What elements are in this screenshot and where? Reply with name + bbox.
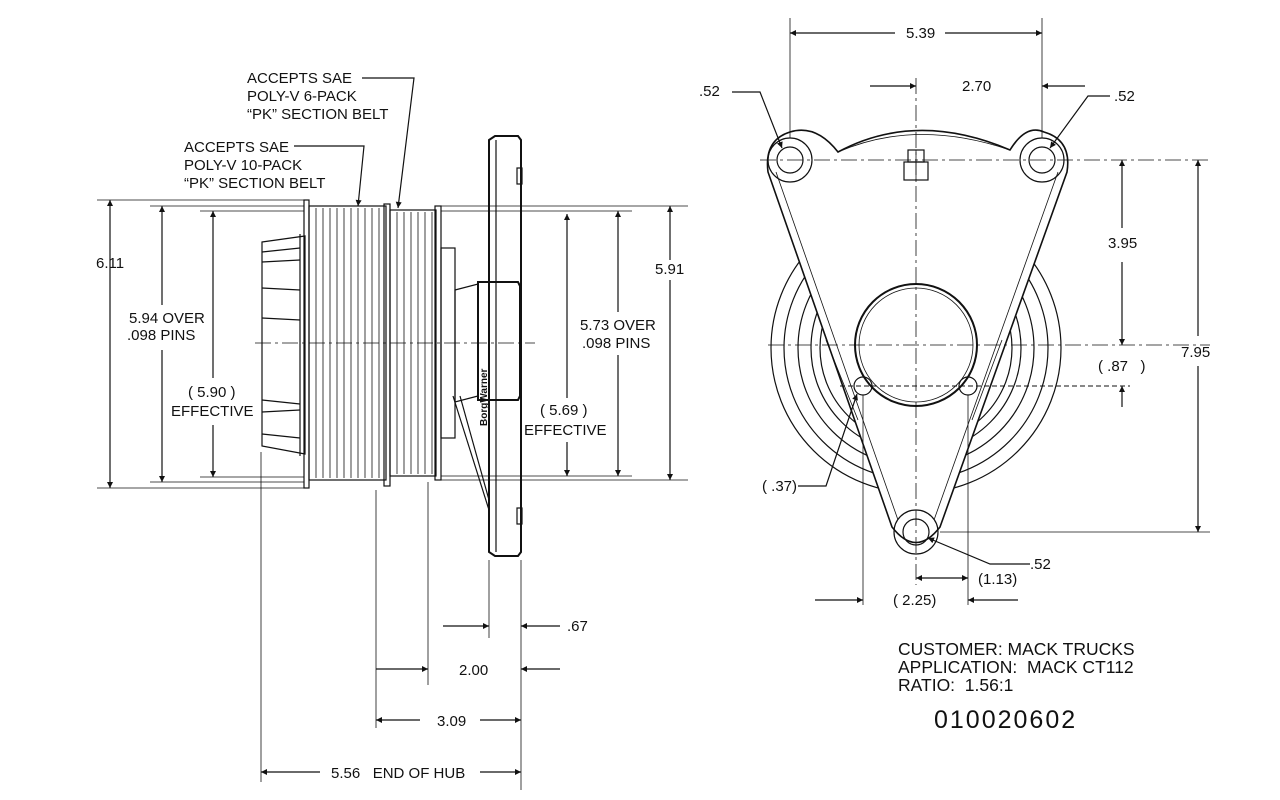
dim-small-hole: ( .37) xyxy=(762,478,797,495)
callout-10pack-line2: POLY-V 10-PACK xyxy=(184,157,302,174)
dim-groove-to-flange: 2.00 xyxy=(459,662,488,679)
extension-lines xyxy=(97,199,688,790)
dim-over-pins-right-1: 5.73 OVER xyxy=(580,317,656,334)
dim-over-pins-left-1: 5.94 OVER xyxy=(129,310,205,327)
dim-over-pins-left-2: .098 PINS xyxy=(127,327,195,344)
dim-over-pins-right-2: .098 PINS xyxy=(582,335,650,352)
front-view: 5.39 2.70 .52 .52 3.95 7.95 ( .87 ) ( .3… xyxy=(699,18,1210,609)
dim-hole-top-right: .52 xyxy=(1114,88,1135,105)
dim-offset: ( .87 ) xyxy=(1098,358,1146,375)
dim-pulley-to-flange: 3.09 xyxy=(437,713,466,730)
dim-effective-right-2: EFFECTIVE xyxy=(524,422,607,439)
dim-offset-x: (1.13) xyxy=(978,571,1017,588)
dim-effective-left-2: EFFECTIVE xyxy=(171,403,254,420)
callout-10pack-line1: ACCEPTS SAE xyxy=(184,139,289,156)
dim-hole-bottom: .52 xyxy=(1030,556,1051,573)
dimension-lines xyxy=(107,200,673,775)
pulley-10-pack xyxy=(308,203,391,487)
part-number: 010020602 xyxy=(934,706,1077,734)
hub-body xyxy=(261,199,310,489)
callout-6pack-line2: POLY-V 6-PACK xyxy=(247,88,357,105)
dim-flange-thk: .67 xyxy=(567,618,588,635)
dim-half-span: 2.70 xyxy=(962,78,991,95)
brand-mark: BorgWarner xyxy=(479,368,490,426)
dim-effective-right-1: ( 5.69 ) xyxy=(540,402,588,419)
front-leaders xyxy=(732,91,1110,565)
side-view: BorgWarner xyxy=(96,70,688,790)
dim-overall-height: 7.95 xyxy=(1181,344,1210,361)
bracket-outline xyxy=(766,129,1069,544)
bracket-plate: BorgWarner xyxy=(452,135,523,557)
dim-bolt-span: 5.39 xyxy=(906,25,935,42)
dim-hole-top-left: .52 xyxy=(699,83,720,100)
info-application: APPLICATION: MACK CT112 xyxy=(898,657,1134,677)
callout-10pack-line3: “PK” SECTION BELT xyxy=(184,175,325,192)
callout-6pack-line1: ACCEPTS SAE xyxy=(247,70,352,87)
info-block: CUSTOMER: MACK TRUCKS APPLICATION: MACK … xyxy=(898,639,1135,734)
dim-end-of-hub: 5.56 END OF HUB xyxy=(331,765,465,782)
info-customer: CUSTOMER: MACK TRUCKS xyxy=(898,639,1135,659)
front-center-lines xyxy=(760,78,1210,585)
dim-flange-dia: 5.91 xyxy=(655,261,684,278)
front-dimension-lines xyxy=(790,30,1201,603)
callout-leaders xyxy=(294,77,415,209)
dim-overall-dia: 6.11 xyxy=(96,255,124,272)
front-extension-lines xyxy=(789,18,1043,605)
dim-spacing-x: ( 2.25) xyxy=(893,592,936,609)
callout-6pack-line3: “PK” SECTION BELT xyxy=(247,106,388,123)
dim-vertical-1: 3.95 xyxy=(1108,235,1137,252)
info-ratio: RATIO: 1.56:1 xyxy=(898,675,1013,695)
dim-effective-left-1: ( 5.90 ) xyxy=(188,384,236,401)
